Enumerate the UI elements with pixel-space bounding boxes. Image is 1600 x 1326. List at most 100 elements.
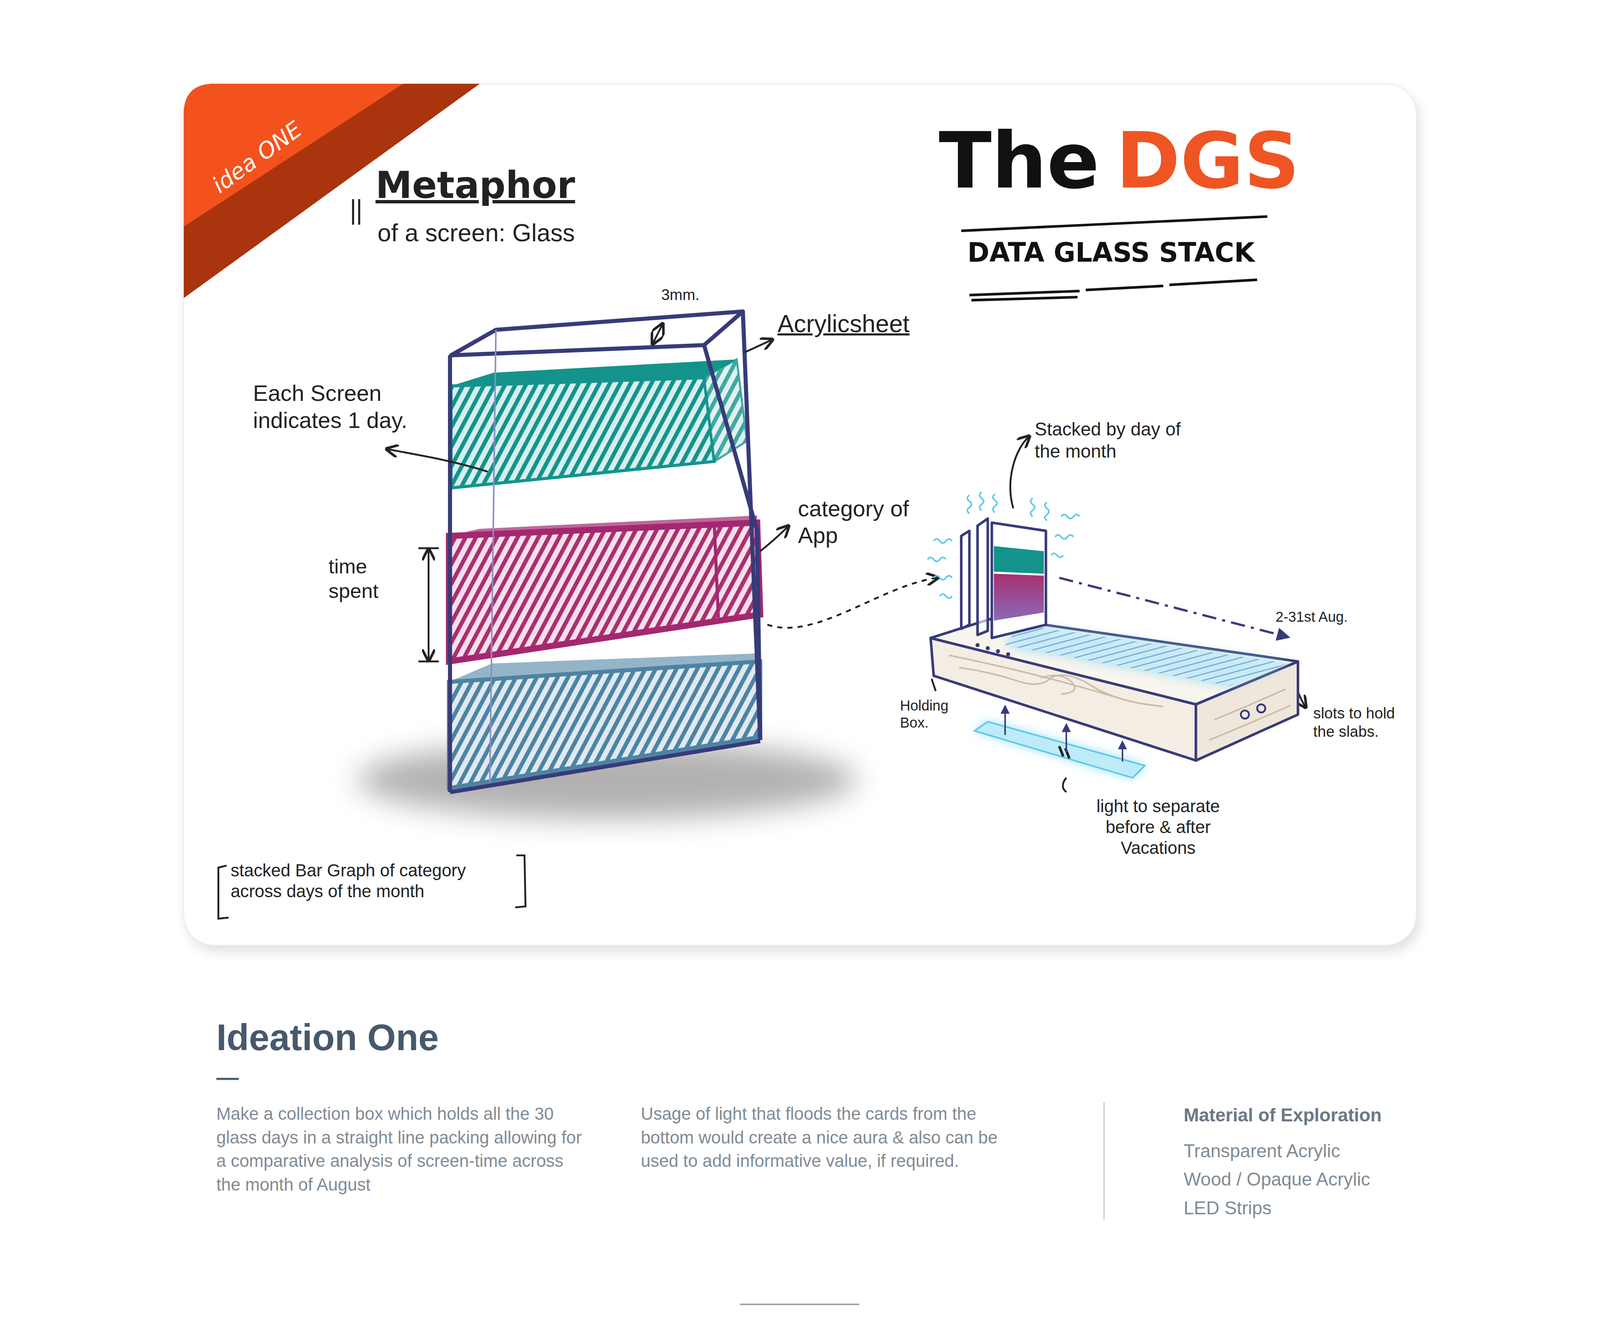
wood-grain-part: [1209, 705, 1291, 740]
ribbon-light: [183, 83, 404, 227]
glow-waves-part: [1030, 497, 1035, 517]
acrylic-frame-part: [450, 311, 743, 355]
acrylic-frame-part: [447, 355, 453, 793]
glow-waves-part: [927, 557, 946, 562]
wood-grain-part: [1214, 688, 1286, 720]
annotation: light to separate before & after Vacatio…: [1071, 795, 1245, 859]
dimension: 3mm.: [661, 285, 700, 305]
material-item: Wood / Opaque Acrylic: [1183, 1168, 1371, 1191]
slots-part: [975, 642, 980, 648]
annotation: 2-31st Aug.: [1275, 608, 1348, 626]
magenta-slab-part: [449, 522, 761, 662]
description: Make a collection box which holds all th…: [216, 1102, 586, 1197]
sketch-title: The: [938, 114, 1100, 208]
material-heading: Material of Exploration: [1183, 1104, 1382, 1127]
heading-note: Metaphor: [375, 163, 575, 208]
page-rules: [216, 1078, 1105, 1305]
acrylic-frame-part: [742, 311, 761, 740]
holding-box: [930, 617, 1298, 761]
leader-lines-part: [760, 526, 788, 552]
leader-lines-part: [767, 577, 938, 628]
glass-slabs-part: [961, 530, 970, 629]
metaphor-mark-part: [358, 199, 361, 225]
glass-slabs-part: [993, 546, 1044, 574]
leader-lines-part: [418, 660, 439, 663]
light-glow-part: [1005, 624, 1288, 686]
glow-waves-part: [1045, 502, 1050, 521]
material-item: Transparent Acrylic: [1183, 1140, 1341, 1163]
blue-slab-part: [449, 661, 761, 788]
leader-lines-part: [515, 855, 526, 908]
title-underlines-part: [969, 279, 1258, 295]
glow-waves-part: [940, 594, 953, 599]
timeline-arrow: [1059, 577, 1288, 638]
acrylic-frame: [450, 311, 760, 792]
card: [183, 83, 1420, 952]
leader-lines-part: [1010, 437, 1029, 509]
glow-waves-part: [992, 494, 998, 513]
glow-waves-part: [933, 575, 953, 580]
light-arrows-part: [1004, 706, 1006, 735]
part-name: Acrylicsheet: [777, 309, 910, 339]
material-item: LED Strips: [1183, 1197, 1272, 1220]
metaphor-mark-part: [352, 199, 355, 225]
title-underlines-part: [961, 216, 1268, 231]
glow-waves-part: [933, 538, 953, 543]
glow-waves: [927, 492, 1080, 599]
annotation: Each Screen indicates 1 day.: [252, 379, 458, 434]
light-glow-part: [1005, 624, 1288, 686]
slots: [975, 642, 1010, 657]
page-rules-part: [740, 1303, 860, 1305]
magenta-slab: [449, 515, 761, 662]
page-rules-part: [1103, 1102, 1105, 1220]
leader-lines-part: [387, 449, 488, 472]
leader-lines-part: [418, 547, 439, 549]
light-arrows: [1005, 706, 1123, 762]
glow-waves-part: [979, 492, 984, 511]
leader-lines-part: [652, 324, 663, 343]
glass-slabs-part: [991, 522, 1046, 638]
leader-lines: [218, 324, 1305, 919]
wood-grain-part: [949, 655, 1113, 697]
light-arrows-part: [1121, 742, 1124, 762]
wood-grain-part: [1040, 675, 1075, 695]
description: Usage of light that floods the cards fro…: [640, 1102, 1011, 1173]
annotation: time spent: [328, 554, 403, 604]
leader-lines-part: [745, 340, 772, 353]
leader-lines-part: [1062, 777, 1067, 793]
sub-note: of a screen: Glass: [377, 218, 575, 248]
glow-waves-part: [1061, 514, 1080, 519]
slots-part: [995, 649, 1000, 654]
teal-slab-part: [450, 377, 715, 488]
sketch-subtitle: DATA GLASS STACK: [967, 236, 1255, 269]
slots-part: [1006, 652, 1011, 657]
annotation: slots to hold the slabs.: [1313, 704, 1405, 741]
wood-grain-part: [959, 667, 1164, 707]
page-rules-part: [216, 1077, 239, 1080]
part-name: Holding Box.: [900, 697, 962, 732]
glass-slabs-part: [993, 573, 1044, 621]
leader-lines-part: [427, 550, 430, 660]
annotation: Stacked by day of the month: [1034, 418, 1198, 463]
annotation: category of App: [797, 495, 941, 549]
metaphor-mark: [352, 199, 360, 225]
light-arrows-part: [1065, 724, 1068, 753]
acrylic-frame-part: [450, 740, 760, 792]
side-holes-part: [1257, 704, 1266, 713]
page-title: Ideation One: [216, 1015, 439, 1060]
leader-lines-part: [931, 678, 936, 691]
light-glow: [1005, 624, 1288, 686]
glass-slabs-part: [977, 518, 988, 635]
glow-waves-part: [967, 495, 972, 514]
sketch-title: DGS: [1115, 114, 1300, 208]
timeline-arrow-part: [1059, 577, 1288, 638]
magenta-slab-part: [714, 524, 719, 618]
side-holes-part: [1240, 710, 1250, 719]
glass-slabs: [961, 518, 1046, 638]
leader-lines-part: [218, 865, 229, 919]
glow-waves-part: [1055, 535, 1074, 540]
card-part: [183, 83, 1417, 945]
title-underlines-part: [971, 297, 1078, 300]
slots-part: [985, 646, 990, 651]
